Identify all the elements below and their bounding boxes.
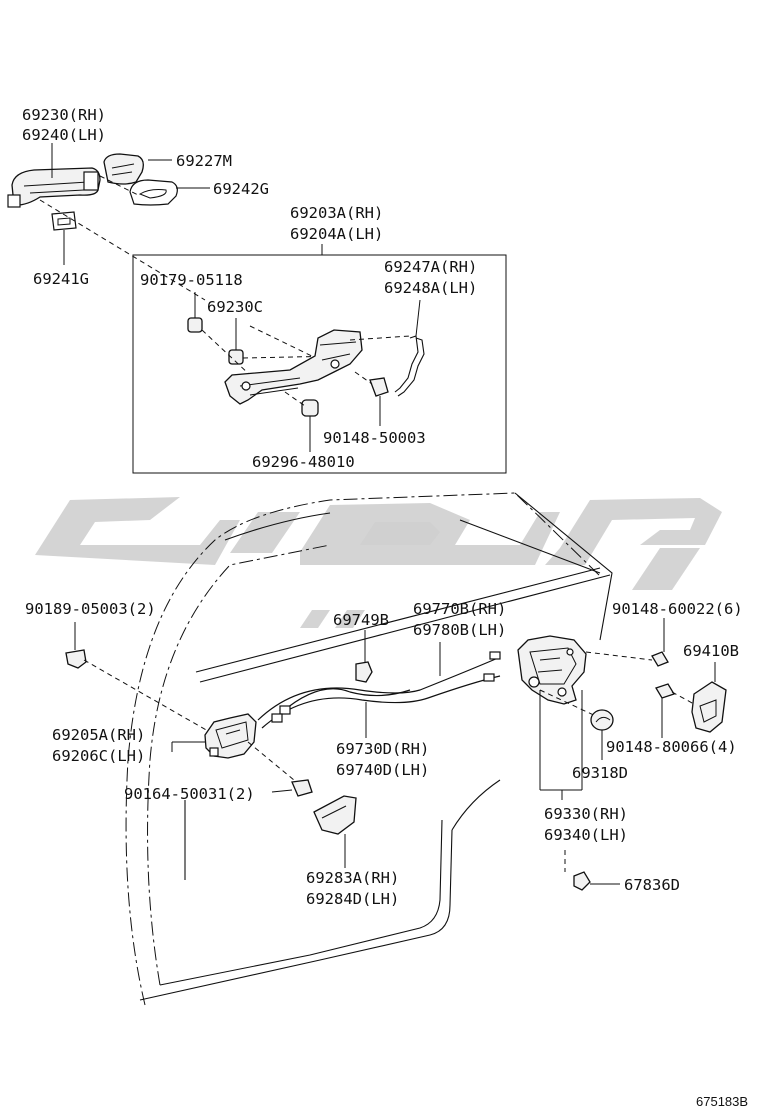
- screw-90164: [291, 779, 313, 797]
- label-striker: 69410B: [683, 642, 739, 660]
- frame-assembly-box: [132, 254, 507, 474]
- bolt-69296: [301, 399, 319, 417]
- handle-pad-g: [129, 179, 178, 206]
- label-bezel-rh: 69283A(RH): [306, 869, 399, 887]
- door-outline: [125, 492, 613, 1006]
- label-protector: 69749B: [333, 611, 389, 629]
- handle-frame: [224, 329, 363, 405]
- label-handle-pad-front: 69241G: [33, 270, 89, 288]
- label-rod-rh: 69247A(RH): [384, 258, 477, 276]
- label-outside-handle-lh: 69240(LH): [22, 126, 106, 144]
- screw-90148-80066: [655, 683, 675, 699]
- label-cable-lh: 69780B(LH): [413, 621, 506, 639]
- handle-cover: [103, 153, 144, 185]
- frame-assembly: [187, 292, 425, 452]
- label-frame-sub: 69230C: [207, 298, 263, 316]
- label-lock-assy-rh: 69330(RH): [544, 805, 628, 823]
- remote-cable: [257, 657, 499, 721]
- label-remote-cable-lh: 69740D(LH): [336, 761, 429, 779]
- label-screw-striker: 90148-80066(4): [606, 738, 737, 756]
- label-bezel-lh: 69284D(LH): [306, 890, 399, 908]
- label-plug: 69318D: [572, 764, 628, 782]
- label-handle-cover: 69227M: [176, 152, 232, 170]
- label-handle-pad-g: 69242G: [213, 180, 269, 198]
- bolt-90148-50003: [369, 377, 389, 397]
- label-inside-handle-lh: 69206C(LH): [52, 747, 145, 765]
- screw-90148-60022: [651, 651, 669, 667]
- label-bolt-right: 90148-50003: [323, 429, 426, 447]
- link-rod: [394, 335, 419, 393]
- label-rod-lh: 69248A(LH): [384, 279, 477, 297]
- protector-69749b: [355, 661, 373, 683]
- label-cable-rh: 69770B(RH): [413, 600, 506, 618]
- outside-handle-group: [7, 153, 178, 231]
- striker-69410b: [691, 681, 727, 733]
- label-inside-handle-rh: 69205A(RH): [52, 726, 145, 744]
- top-leaders: [39, 143, 210, 301]
- label-lock-assy-lh: 69340(LH): [544, 826, 628, 844]
- part-labels: 69230(RH) 69240(LH) 69227M 69242G 69241G…: [22, 106, 748, 1109]
- lower-parts: [65, 618, 727, 891]
- screw-90179: [187, 317, 203, 333]
- clip-67836d: [573, 871, 591, 891]
- label-screw-inside: 90164-50031(2): [124, 785, 255, 803]
- watermark-logo: [35, 497, 722, 628]
- label-outside-handle-rh: 69230(RH): [22, 106, 106, 124]
- label-screw-top: 90179-05118: [140, 271, 243, 289]
- reference-number: 675183B: [696, 1094, 748, 1109]
- label-clip-left: 90189-05003(2): [25, 600, 156, 618]
- bezel-69283a: [313, 795, 357, 835]
- label-remote-cable-rh: 69730D(RH): [336, 740, 429, 758]
- label-frame-assy-rh: 69203A(RH): [290, 204, 383, 222]
- clip-90189: [65, 649, 87, 669]
- label-frame-assy-lh: 69204A(LH): [290, 225, 383, 243]
- label-bolt-bottom: 69296-48010: [252, 453, 355, 471]
- label-screw-right-top: 90148-60022(6): [612, 600, 743, 618]
- label-clip-bottom: 67836D: [624, 876, 680, 894]
- door-lock: [517, 635, 587, 705]
